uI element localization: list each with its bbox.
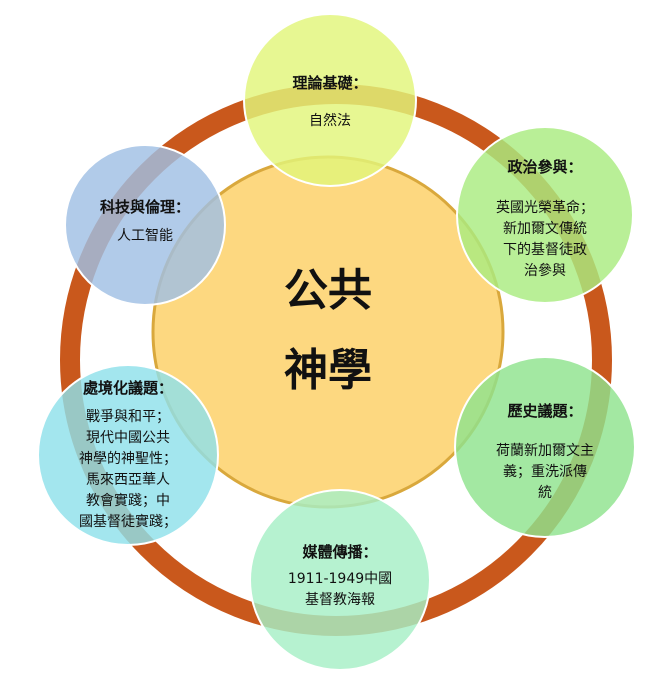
node-title: 科技與倫理： bbox=[100, 198, 190, 216]
node-body-line: 國基督徒實踐； bbox=[79, 513, 177, 530]
node-circle bbox=[456, 126, 634, 304]
node-technology-ethics: 科技與倫理： 人工智能 bbox=[64, 144, 226, 306]
node-title: 政治參與： bbox=[507, 158, 582, 176]
node-body-line: 神學的神聖性； bbox=[79, 451, 177, 467]
node-body-line: 教會實踐；中 bbox=[86, 492, 170, 509]
center-title-line-2: 神學 bbox=[284, 345, 372, 396]
node-body-line: 下的基督徒政 bbox=[503, 241, 587, 258]
node-circle bbox=[243, 13, 417, 187]
node-body-line: 戰爭與和平； bbox=[86, 409, 170, 425]
node-body-line: 治參與 bbox=[524, 263, 566, 279]
node-body-line: 統 bbox=[538, 485, 552, 501]
node-title: 理論基礎： bbox=[292, 74, 367, 92]
node-body-line: 自然法 bbox=[309, 112, 351, 129]
node-body-line: 荷蘭新加爾文主 bbox=[496, 443, 594, 459]
node-circle bbox=[37, 364, 219, 546]
node-title: 媒體傳播： bbox=[302, 543, 377, 561]
node-circle bbox=[454, 356, 636, 538]
node-body-line: 義；重洗派傳 bbox=[503, 463, 587, 480]
node-body-line: 現代中國公共 bbox=[86, 430, 170, 446]
node-title: 歷史議題： bbox=[507, 402, 582, 420]
node-body-line: 基督教海報 bbox=[305, 591, 375, 608]
node-body-line: 人工智能 bbox=[117, 228, 173, 244]
node-circle bbox=[64, 144, 226, 306]
node-title: 處境化議題： bbox=[83, 379, 173, 397]
node-body-line: 英國光榮革命； bbox=[496, 199, 594, 216]
node-theory-foundation: 理論基礎： 自然法 bbox=[243, 13, 417, 187]
node-body-line: 1911-1949中國 bbox=[288, 571, 392, 587]
center-title-line-1: 公共 bbox=[284, 265, 372, 316]
node-circle bbox=[249, 489, 431, 671]
node-body-line: 新加爾文傳統 bbox=[503, 221, 587, 237]
node-body-line: 馬來西亞華人 bbox=[86, 472, 170, 488]
